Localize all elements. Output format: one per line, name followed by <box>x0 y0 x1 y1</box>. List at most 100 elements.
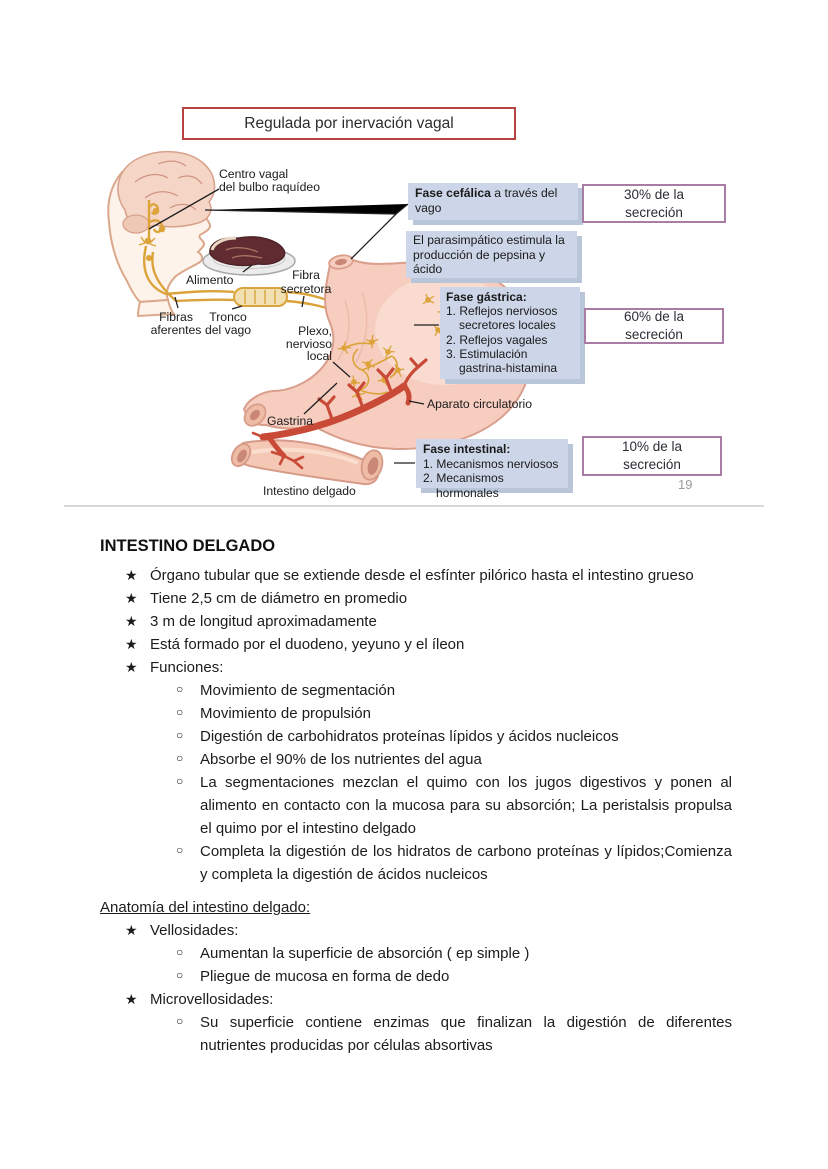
label-centro-vagal-2: del bulbo raquídeo <box>219 180 320 194</box>
label-plexo: Plexo, <box>298 324 332 338</box>
circle-bullet-icon: ○ <box>176 1014 184 1028</box>
doc-subheading: Anatomía del intestino delgado: <box>100 899 311 916</box>
label-fibras-aferentes-2: aferentes <box>151 323 202 337</box>
sub-bullet-item: ○ Completa la digestión de los hidratos d… <box>100 840 732 886</box>
sub-bullet-item: ○ La segmentaciones mezclan el quimo con … <box>100 771 732 840</box>
box-fase-gastrica: Fase gástrica: 1. Reflejos nerviosos sec… <box>440 287 580 379</box>
star-bullet-icon: ★ <box>125 659 138 675</box>
bullet-item: ★ Tiene 2,5 cm de diámetro en promedio <box>100 587 732 610</box>
bullet-text: 3 m de longitud aproximadamente <box>150 613 377 630</box>
circulatory-artery <box>251 357 428 470</box>
fase-intestinal-item: 1. Mecanismos nerviosos <box>423 456 559 471</box>
box-pct-60: 60% de la secreción <box>584 308 724 344</box>
label-alimento: Alimento <box>186 273 234 287</box>
fase-gastrica-item: 1. Reflejos nerviosos secretores locales <box>446 304 558 333</box>
fase-intestinal-title: Fase intestinal: <box>423 442 511 456</box>
bullet-text: Está formado por el duodeno, yeyuno y el… <box>150 636 465 653</box>
box-pct-10: 10% de la secreción <box>582 436 722 476</box>
bullet-text: Aumentan la superficie de absorción ( ep… <box>200 945 530 962</box>
slide-title-box: Regulada por inervación vagal <box>182 107 516 140</box>
box-fase-cefalica: Fase cefálica a través del vago <box>408 183 578 220</box>
box-pct-30: 30% de la secreción <box>582 184 726 223</box>
pct10-line2: secreción <box>623 457 681 472</box>
fase-cefalica-rest: a través del vago <box>415 186 558 216</box>
bullet-item: ★ Está formado por el duodeno, yeyuno y e… <box>100 633 732 656</box>
vagus-nerve <box>138 200 235 303</box>
document-body: INTESTINO DELGADO ★Órgano tubular que se… <box>100 534 732 1057</box>
pct30-line2: secreción <box>625 204 683 220</box>
pct60-line1: 60% de la <box>623 309 685 324</box>
bullet-item: ★Órgano tubular que se extiende desde el… <box>100 564 732 587</box>
sub-bullet-item: ○ Movimiento de segmentación <box>100 679 732 702</box>
vagal-trunk-sheath <box>233 287 288 307</box>
star-bullet-icon: ★ <box>125 636 138 652</box>
doc-heading: INTESTINO DELGADO <box>100 537 276 555</box>
bullet-text: Funciones: <box>150 659 224 676</box>
sub-bullet-item: ○ Movimiento de propulsión <box>100 702 732 725</box>
bullet-text: Movimiento de propulsión <box>200 705 371 722</box>
label-plexo-3: local <box>307 349 332 363</box>
bullet-text: Movimiento de segmentación <box>200 682 396 699</box>
star-bullet-icon: ★ <box>125 613 138 629</box>
fase-cefalica-bold: Fase cefálica <box>415 186 491 200</box>
bullet-text: Microvellosidades: <box>150 991 274 1008</box>
star-bullet-icon: ★ <box>125 991 138 1007</box>
sub-bullet-item: ○ Su superficie contiene enzimas que fina… <box>100 1011 732 1057</box>
bullet-text: Órgano tubular que se extiende desde el … <box>150 567 694 584</box>
bullet-text: Su superficie contiene enzimas que final… <box>200 1014 732 1054</box>
slide-bottom-divider <box>64 505 764 507</box>
label-fibra-secretora-2: secretora <box>281 282 332 296</box>
circle-bullet-icon: ○ <box>176 751 184 765</box>
small-intestine <box>230 439 384 486</box>
fase-gastrica-item: 2. Reflejos vagales <box>446 332 548 347</box>
label-intestino-delgado: Intestino delgado <box>263 484 356 498</box>
bullet-text: Pliegue de mucosa en forma de dedo <box>200 968 450 985</box>
pct10-line1: 10% de la <box>621 439 683 454</box>
star-bullet-icon: ★ <box>125 922 138 938</box>
box-parasimpatico: El parasimpático estimula la producción … <box>406 231 577 278</box>
nerve-plexus <box>337 293 478 402</box>
bullet-item: ★ 3 m de longitud aproximadamente <box>100 610 732 633</box>
fase-gastrica-item: 3. Estimulación gastrina-histamina <box>446 346 558 376</box>
bullet-item: ★ Funciones: <box>100 656 732 679</box>
bullet-text: Tiene 2,5 cm de diámetro en promedio <box>150 590 408 607</box>
circle-bullet-icon: ○ <box>176 682 184 696</box>
label-centro-vagal: Centro vagal <box>219 167 288 181</box>
bullet-text: Absorbe el 90% de los nutrientes del agu… <box>200 751 482 768</box>
circle-bullet-icon: ○ <box>176 705 184 719</box>
slide-title: Regulada por inervación vagal <box>244 114 454 132</box>
circle-bullet-icon: ○ <box>176 728 184 742</box>
fase-intestinal-item: 2. Mecanismos hormonales <box>423 471 504 500</box>
pct60-line2: secreción <box>625 327 683 342</box>
label-tronco-vago: Tronco <box>209 310 247 324</box>
sub-bullet-item: ○ Digestión de carbohidratos proteínas lí… <box>100 725 732 748</box>
sub-bullet-item: ○ Pliegue de mucosa en forma de dedo <box>100 965 732 988</box>
label-fibras-aferentes: Fibras <box>159 310 193 324</box>
pointer-lines <box>148 188 439 464</box>
label-fibra-secretora: Fibra <box>292 268 320 282</box>
fase-gastrica-title: Fase gástrica: <box>446 290 527 304</box>
box-fase-intestinal: Fase intestinal: 1. Mecanismos nerviosos… <box>416 439 568 500</box>
bullet-item: ★ Vellosidades: <box>100 919 732 942</box>
circle-bullet-icon: ○ <box>176 774 184 788</box>
slide-page-number: 19 <box>678 477 693 492</box>
label-gastrina: Gastrina <box>267 414 313 428</box>
circle-bullet-icon: ○ <box>176 968 184 982</box>
food-plate <box>202 236 296 276</box>
slide-figure: Centro vagal del bulbo raquídeo Alimento… <box>0 0 828 515</box>
bullet-text: Digestión de carbohidratos proteínas líp… <box>200 728 619 745</box>
sub-bullet-item: ○ Aumentan la superficie de absorción ( e… <box>100 942 732 965</box>
label-plexo-2: nervioso <box>286 337 332 351</box>
bullet-item: ★ Microvellosidades: <box>100 988 732 1011</box>
circle-bullet-icon: ○ <box>176 843 184 857</box>
circle-bullet-icon: ○ <box>176 945 184 959</box>
star-bullet-icon: ★ <box>125 590 138 606</box>
sub-bullet-item: ○ Absorbe el 90% de los nutrientes del ag… <box>100 748 732 771</box>
parasimpatico-text: El parasimpático estimula la producción … <box>413 233 565 277</box>
bullet-text: Vellosidades: <box>150 922 239 939</box>
label-tronco-vago-2: del vago <box>205 323 251 337</box>
label-aparato-circulatorio: Aparato circulatorio <box>427 397 532 411</box>
bullet-text: Completa la digestión de los hidratos de… <box>200 843 732 883</box>
bullet-text: La segmentaciones mezclan el quimo con l… <box>200 774 732 837</box>
